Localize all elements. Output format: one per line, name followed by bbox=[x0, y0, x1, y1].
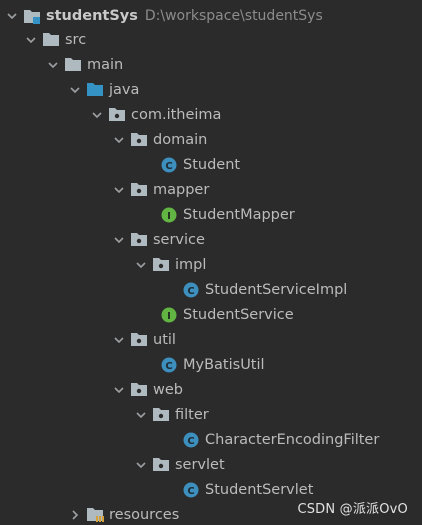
chevron-down-icon[interactable] bbox=[112, 233, 126, 247]
tree-node-src[interactable]: src bbox=[0, 27, 422, 52]
chevron-down-icon[interactable] bbox=[112, 383, 126, 397]
tree-node-student-service[interactable]: I StudentService bbox=[0, 302, 422, 327]
tree-label: mapper bbox=[153, 181, 210, 198]
folder-icon bbox=[64, 56, 82, 74]
tree-label: domain bbox=[153, 131, 208, 148]
tree-node-service[interactable]: service bbox=[0, 227, 422, 252]
tree-label: web bbox=[153, 381, 183, 398]
package-icon bbox=[152, 406, 170, 424]
tree-label: util bbox=[153, 331, 176, 348]
chevron-down-icon[interactable] bbox=[134, 258, 148, 272]
folder-icon bbox=[42, 31, 60, 49]
tree-label: servlet bbox=[175, 456, 225, 473]
class-icon: C bbox=[182, 281, 200, 299]
chevron-down-icon[interactable] bbox=[68, 83, 82, 97]
chevron-down-icon[interactable] bbox=[134, 458, 148, 472]
tree-node-student[interactable]: C Student bbox=[0, 152, 422, 177]
tree-node-student-mapper[interactable]: I StudentMapper bbox=[0, 202, 422, 227]
tree-node-servlet[interactable]: servlet bbox=[0, 452, 422, 477]
chevron-down-icon[interactable] bbox=[46, 58, 60, 72]
chevron-right-icon[interactable] bbox=[68, 508, 82, 522]
tree-node-com-itheima[interactable]: com.itheima bbox=[0, 102, 422, 127]
package-icon bbox=[108, 106, 126, 124]
svg-text:C: C bbox=[165, 161, 172, 172]
tree-label: StudentService bbox=[183, 306, 294, 323]
tree-label: impl bbox=[175, 256, 207, 273]
tree-node-student-service-impl[interactable]: C StudentServiceImpl bbox=[0, 277, 422, 302]
tree-node-impl[interactable]: impl bbox=[0, 252, 422, 277]
package-icon bbox=[130, 181, 148, 199]
tree-label: service bbox=[153, 231, 205, 248]
tree-label: StudentMapper bbox=[183, 206, 295, 223]
chevron-down-icon[interactable] bbox=[112, 333, 126, 347]
interface-icon: I bbox=[160, 306, 178, 324]
package-icon bbox=[152, 256, 170, 274]
chevron-down-icon[interactable] bbox=[24, 33, 38, 47]
package-icon bbox=[152, 456, 170, 474]
tree-node-main[interactable]: main bbox=[0, 52, 422, 77]
tree-label: java bbox=[109, 81, 140, 98]
resources-folder-icon bbox=[86, 506, 104, 524]
package-icon bbox=[130, 131, 148, 149]
package-icon bbox=[130, 231, 148, 249]
tree-label: src bbox=[65, 31, 87, 48]
svg-text:C: C bbox=[187, 286, 194, 297]
class-icon: C bbox=[182, 431, 200, 449]
tree-label: CharacterEncodingFilter bbox=[205, 431, 380, 448]
package-icon bbox=[130, 331, 148, 349]
source-folder-icon bbox=[86, 81, 104, 99]
class-icon: C bbox=[182, 481, 200, 499]
tree-node-domain[interactable]: domain bbox=[0, 127, 422, 152]
chevron-down-icon[interactable] bbox=[134, 408, 148, 422]
tree-node-mybatis-util[interactable]: C MyBatisUtil bbox=[0, 352, 422, 377]
chevron-down-icon[interactable] bbox=[112, 133, 126, 147]
tree-node-studentSys[interactable]: studentSys D:\workspace\studentSys bbox=[0, 3, 422, 28]
svg-text:C: C bbox=[187, 486, 194, 497]
tree-node-character-encoding-filter[interactable]: C CharacterEncodingFilter bbox=[0, 427, 422, 452]
chevron-down-icon[interactable] bbox=[90, 108, 104, 122]
tree-label: resources bbox=[109, 506, 180, 523]
tree-node-student-servlet[interactable]: C StudentServlet bbox=[0, 477, 422, 502]
tree-node-filter[interactable]: filter bbox=[0, 402, 422, 427]
tree-node-java[interactable]: java bbox=[0, 77, 422, 102]
watermark: CSDN @派派OvO bbox=[297, 502, 408, 517]
svg-text:C: C bbox=[187, 436, 194, 447]
svg-text:I: I bbox=[167, 211, 171, 222]
tree-label: StudentServlet bbox=[205, 481, 314, 498]
tree-node-resources[interactable]: resources bbox=[0, 502, 422, 525]
tree-node-web[interactable]: web bbox=[0, 377, 422, 402]
svg-text:C: C bbox=[165, 361, 172, 372]
chevron-down-icon[interactable] bbox=[5, 9, 19, 23]
chevron-down-icon[interactable] bbox=[112, 183, 126, 197]
interface-icon: I bbox=[160, 206, 178, 224]
class-icon: C bbox=[160, 356, 178, 374]
tree-node-util[interactable]: util bbox=[0, 327, 422, 352]
project-path: D:\workspace\studentSys bbox=[144, 7, 323, 24]
tree-label: MyBatisUtil bbox=[183, 356, 265, 373]
tree-label: com.itheima bbox=[131, 106, 222, 123]
tree-node-mapper[interactable]: mapper bbox=[0, 177, 422, 202]
project-name: studentSys bbox=[46, 7, 138, 24]
svg-text:I: I bbox=[167, 311, 171, 322]
module-folder-icon bbox=[23, 7, 41, 25]
tree-label: filter bbox=[175, 406, 209, 423]
tree-label: StudentServiceImpl bbox=[205, 281, 348, 298]
tree-label: main bbox=[87, 56, 124, 73]
package-icon bbox=[130, 381, 148, 399]
class-icon: C bbox=[160, 156, 178, 174]
tree-label: Student bbox=[183, 156, 241, 173]
